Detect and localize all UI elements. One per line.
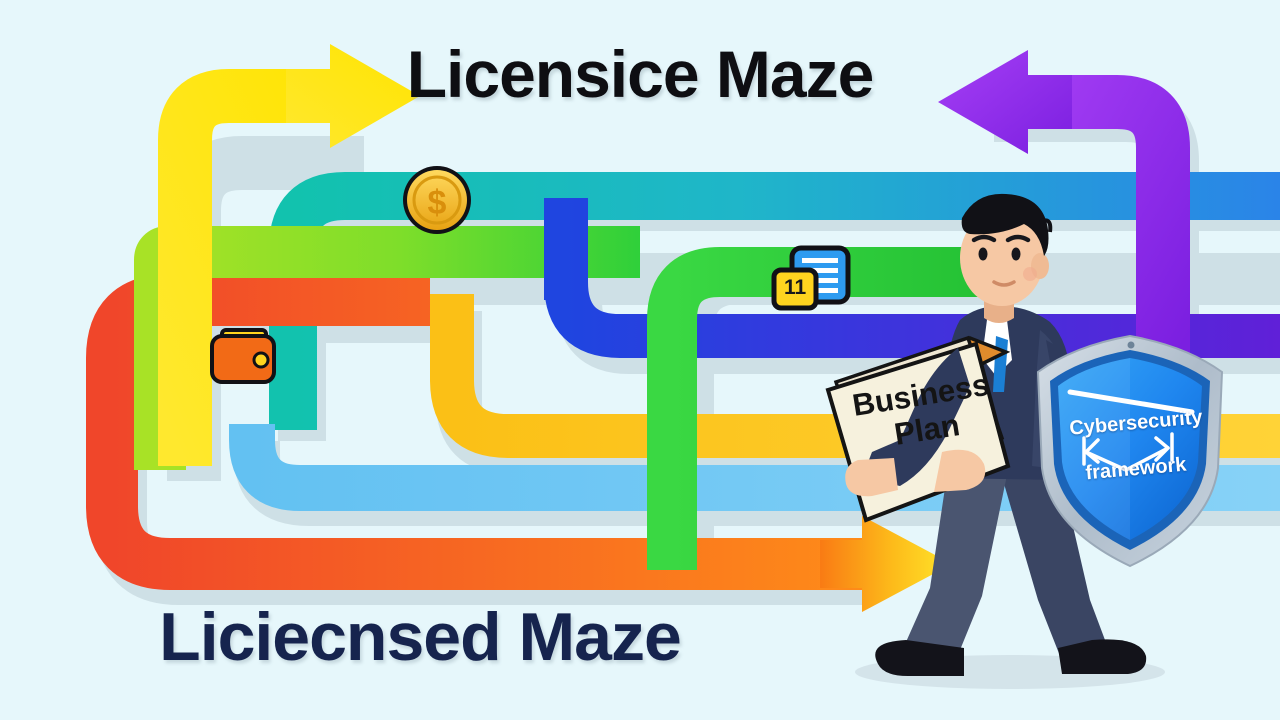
- shield-arrow-path: [1084, 446, 1170, 472]
- path-yellow-gold-band: [430, 294, 1280, 458]
- shield-arrow-left: [1082, 436, 1100, 466]
- page-title-top: Licensice Maze: [406, 37, 875, 111]
- hair-tuft: [1039, 218, 1053, 233]
- shield-label-line-1: Cybersecurity: [1068, 406, 1204, 440]
- back-leg: [1000, 470, 1108, 656]
- shield-highlight: [1058, 358, 1130, 540]
- document-badge-number: 11: [784, 276, 807, 299]
- shield-label-line-2: framework: [1084, 453, 1188, 485]
- path-green-vertical-trunk: [647, 247, 990, 570]
- bottom-arrowhead: [820, 516, 952, 612]
- path-blue-indigo-band: [544, 198, 1280, 358]
- hair: [961, 193, 1049, 256]
- page-title-bottom: Liciecnsed Maze: [159, 599, 682, 675]
- cybersecurity-shield: [1036, 334, 1224, 568]
- wallet-icon: [210, 328, 276, 384]
- document-icon: [771, 245, 851, 311]
- right-eyebrow: [1005, 234, 1031, 243]
- left-eye: [978, 247, 988, 261]
- shield-rivet: [1127, 341, 1135, 349]
- front-leg: [906, 468, 1008, 650]
- back-shoe: [1058, 639, 1147, 674]
- front-arm: [862, 348, 970, 486]
- shield-face: [1058, 358, 1202, 540]
- front-hand: [845, 458, 898, 497]
- dollar-coin-icon: $: [403, 166, 471, 234]
- svg-text:$: $: [428, 184, 447, 222]
- path-light-blue-band: [229, 424, 1280, 511]
- mouth: [992, 280, 1016, 287]
- left-eyebrow: [971, 234, 997, 243]
- purple-arrowhead: [938, 50, 1072, 154]
- shield-divider-line: [1067, 389, 1195, 415]
- right-eye: [1011, 247, 1021, 261]
- yellow-arrowhead: [286, 44, 420, 148]
- support-hand: [934, 449, 986, 492]
- shield-arrow-right: [1154, 432, 1174, 462]
- cheek-blush: [1023, 267, 1037, 281]
- front-shoe: [875, 640, 964, 676]
- path-yellow-arrow-top-left: [158, 44, 420, 466]
- path-bottom-arrow: [60, 516, 952, 612]
